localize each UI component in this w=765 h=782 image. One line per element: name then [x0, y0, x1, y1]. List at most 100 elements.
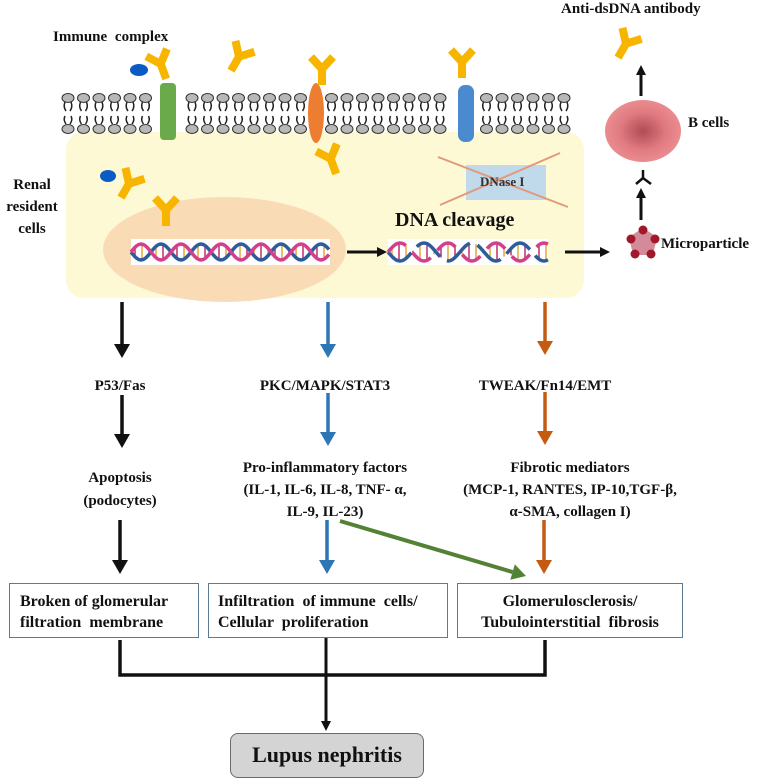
b-cell-icon [605, 100, 681, 162]
lipid-icon [201, 93, 214, 134]
effect-line: IL-9, IL-23) [286, 504, 364, 520]
lipid-icon [511, 93, 524, 134]
lipid-icon [247, 93, 261, 134]
antibody-icon [308, 54, 336, 85]
arrow-middle-1-head [320, 344, 336, 358]
lipid-icon [263, 93, 276, 134]
effect-line: Pro-inflammatory factors [242, 460, 408, 476]
arrow-cross-link [339, 519, 514, 574]
antibody-icon [448, 47, 476, 78]
lipid-icon [232, 93, 245, 134]
antibody-icon [314, 142, 341, 176]
arrow-middle-3-head [319, 560, 335, 574]
b-cells-label: B cells [688, 115, 730, 131]
arrow-left-1-head [114, 344, 130, 358]
arrow-left-2-head [114, 434, 130, 448]
arrow-right-3-head [536, 560, 552, 574]
arrow-right-2-head [537, 431, 553, 445]
effect-right: Fibrotic mediators (MCP-1, RANTES, IP-10… [425, 457, 715, 523]
microparticle-dot [626, 234, 636, 244]
b-cell-receptor-icon [635, 170, 652, 185]
label-line: resident [6, 199, 58, 215]
signal-middle: PKC/MAPK/STAT3 [259, 378, 391, 394]
antigen-icon [130, 64, 148, 76]
signal-right: TWEAK/Fn14/EMT [478, 378, 612, 394]
label-line: Renal [13, 177, 51, 193]
anti-dsdna-label: Anti-dsDNA antibody [561, 1, 701, 17]
lipid-icon [542, 93, 555, 134]
arrow-left-3-head [112, 560, 128, 574]
lipid-icon [495, 93, 509, 134]
outcome-box-middle: Infiltration of immune cells/ Cellular p… [208, 583, 448, 638]
lipid-icon [108, 93, 121, 134]
effect-line: (podocytes) [83, 493, 157, 509]
lipid-icon [325, 93, 338, 134]
signal-left: P53/Fas [94, 378, 146, 394]
immune-complex-label: Immune complex [53, 29, 169, 45]
dna-helix-cleaved [386, 239, 549, 265]
lipid-icon [294, 93, 307, 134]
antibody-icon [152, 195, 180, 226]
lipid-icon [61, 93, 75, 134]
outcome-box-right: Glomerulosclerosis/ Tubulointerstitial f… [457, 583, 683, 638]
dna-helix-intact [129, 239, 331, 265]
antibody-icon [144, 47, 171, 81]
outcome-line: Broken of glomerular [20, 593, 169, 610]
lipid-icon [557, 93, 571, 134]
dnase-cross [437, 156, 569, 208]
lipid-icon [402, 93, 416, 134]
dnase-label: DNase I [480, 174, 525, 189]
lipid-icon [418, 93, 431, 134]
outcome-line: Glomerulosclerosis/ [502, 593, 638, 610]
arrow-right-1-head [537, 341, 553, 355]
antigen-icon [100, 170, 116, 182]
microparticle-label: Microparticle [661, 236, 750, 252]
lipid-icon [526, 93, 540, 134]
receptor-green [160, 83, 176, 140]
lipid-icon [92, 93, 106, 134]
outcome-line: Tubulointerstitial fibrosis [481, 614, 659, 631]
outcome-line: Cellular proliferation [218, 614, 369, 631]
receptor-orange [308, 83, 324, 143]
label-line: cells [18, 221, 46, 237]
dna-strand [129, 242, 331, 262]
microparticle-dot [638, 225, 648, 235]
lipid-icon [356, 93, 369, 134]
arrow-cross-link-head [510, 564, 526, 580]
lipid-icon [371, 93, 385, 134]
renal-resident-cells-label: Renal resident cells [0, 174, 64, 240]
connector-bottom [118, 640, 547, 677]
dna-strand [386, 241, 549, 263]
lipid-icon [185, 93, 199, 134]
microparticle-dot [630, 249, 640, 259]
outcome-box-left: Broken of glomerular filtration membrane [9, 583, 199, 638]
dnase-cross [439, 152, 561, 206]
effect-line: (IL-1, IL-6, IL-8, TNF- α, [243, 482, 407, 498]
effect-line: Apoptosis [88, 470, 152, 486]
microparticle-icon [629, 228, 657, 255]
lupus-nephritis-box: Lupus nephritis [230, 733, 424, 778]
lipid-icon [340, 93, 354, 134]
dna-strand [386, 241, 549, 263]
antibody-icon [614, 26, 643, 60]
antibody-icon [227, 39, 256, 73]
lipid-icon [77, 93, 90, 134]
lipid-icon [216, 93, 230, 134]
lipid-icon [387, 93, 400, 134]
antibody-icon [117, 166, 146, 200]
lipid-icon [433, 93, 447, 134]
microparticle-dot [646, 249, 656, 259]
lipid-icon [278, 93, 292, 134]
effect-left: Apoptosis (podocytes) [50, 467, 190, 513]
outcome-line: Infiltration of immune cells/ [218, 593, 418, 610]
outcome-line: filtration membrane [20, 614, 164, 631]
arrow-middle-2-head [320, 432, 336, 446]
dna-cleavage-label: DNA cleavage [395, 209, 515, 231]
effect-line: Fibrotic mediators [510, 460, 630, 476]
effect-middle: Pro-inflammatory factors (IL-1, IL-6, IL… [205, 457, 445, 523]
effect-line: α-SMA, collagen I) [509, 504, 631, 520]
microparticle-dot [650, 234, 660, 244]
effect-line: (MCP-1, RANTES, IP-10,TGF-β, [463, 482, 677, 498]
receptor-blue [458, 85, 474, 142]
lipid-icon [480, 93, 493, 134]
